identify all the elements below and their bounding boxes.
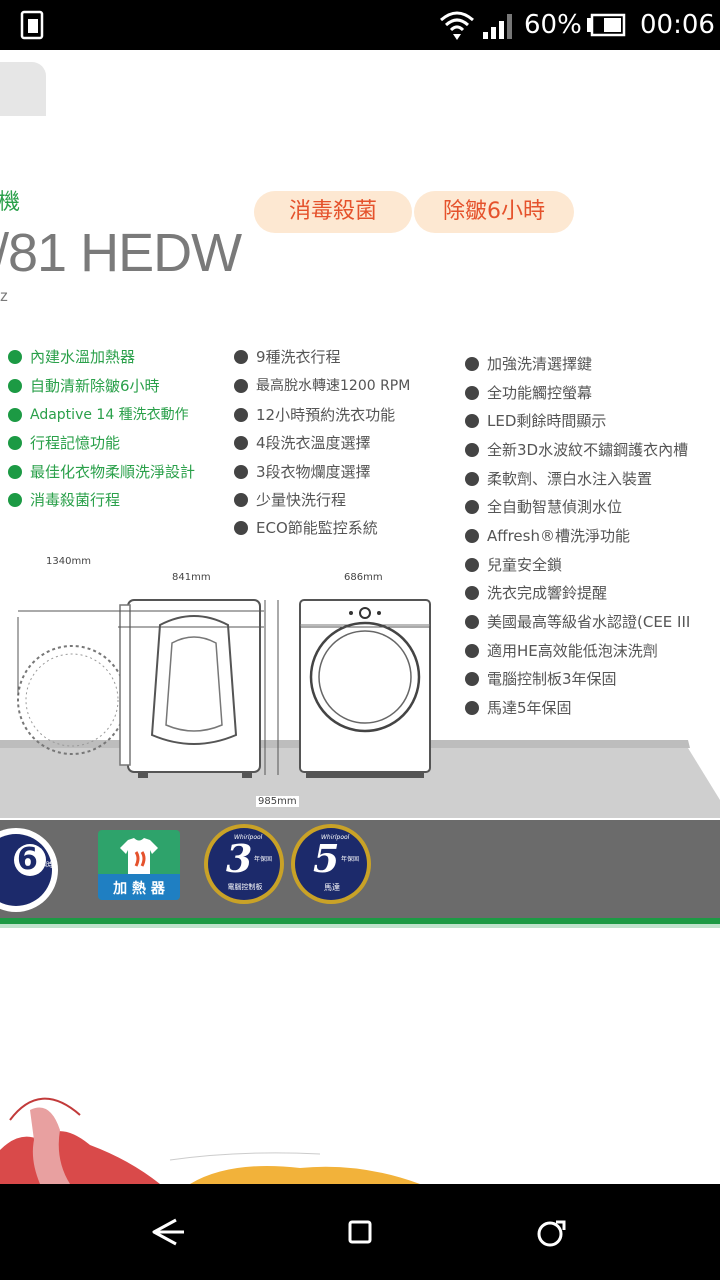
status-bar: 60% 00:06 [0,0,720,50]
brand-text: Whirlpool [321,834,350,841]
badge-heater: 加 熱 器 [98,830,180,900]
shirt-icon [120,838,158,874]
nav-bar [0,1184,720,1280]
dimension-label: 686mm [342,572,385,583]
product-name-fragment: 機 [0,189,21,214]
hours-unit: 小時 [39,861,53,869]
heater-label: 加 熱 器 [113,881,165,897]
brand-text: Whirlpool [234,834,263,841]
badge-3-year-warranty: Whirlpool 3 年保固 電腦控制板 [204,824,286,906]
home-icon [348,1220,372,1244]
washer-side-view [17,599,431,778]
back-icon [152,1218,184,1246]
warranty3-number: 3 [226,836,253,881]
wifi-icon [440,11,474,40]
recents-button[interactable] [526,1208,578,1256]
warranty5-small: 年保固 [341,856,360,863]
recents-icon [537,1220,566,1247]
cell-signal-icon [483,14,512,39]
badge-5-year-warranty: Whirlpool 5 年保固 馬達 [291,824,373,906]
home-button[interactable] [334,1208,386,1256]
warranty3-label: 電腦控制板 [227,883,263,891]
battery-percent: 60% [524,10,582,40]
badge-6-hours: 6 小時 [0,828,64,912]
back-button[interactable] [140,1208,196,1256]
band-shadow [0,924,720,928]
dimension-label: 841mm [170,572,213,583]
warranty5-number: 5 [313,836,340,881]
badge-dewrinkle: 除皺6小時 [414,191,574,233]
warranty3-small: 年保固 [254,856,273,863]
model-number: /81 HEDW [0,223,242,283]
battery-icon [587,13,626,37]
warranty5-label: 馬達 [324,883,340,892]
green-divider [0,918,720,924]
hours-number: 6 [17,842,38,877]
dimension-label: 1340mm [44,556,93,567]
decorative-image-fragment [0,1097,420,1184]
screen-rotate-icon [20,10,44,40]
dimension-label: 985mm [256,796,299,807]
clock: 00:06 [640,10,715,40]
subtitle-fragment: z [0,288,8,305]
corner-tab [0,62,46,116]
ad-image: 機 /81 HEDW z 消毒殺菌 除皺6小時 內建水溫加熱器 自動清新除皺6小… [0,50,720,1184]
badge-sterilize: 消毒殺菌 [254,191,412,233]
